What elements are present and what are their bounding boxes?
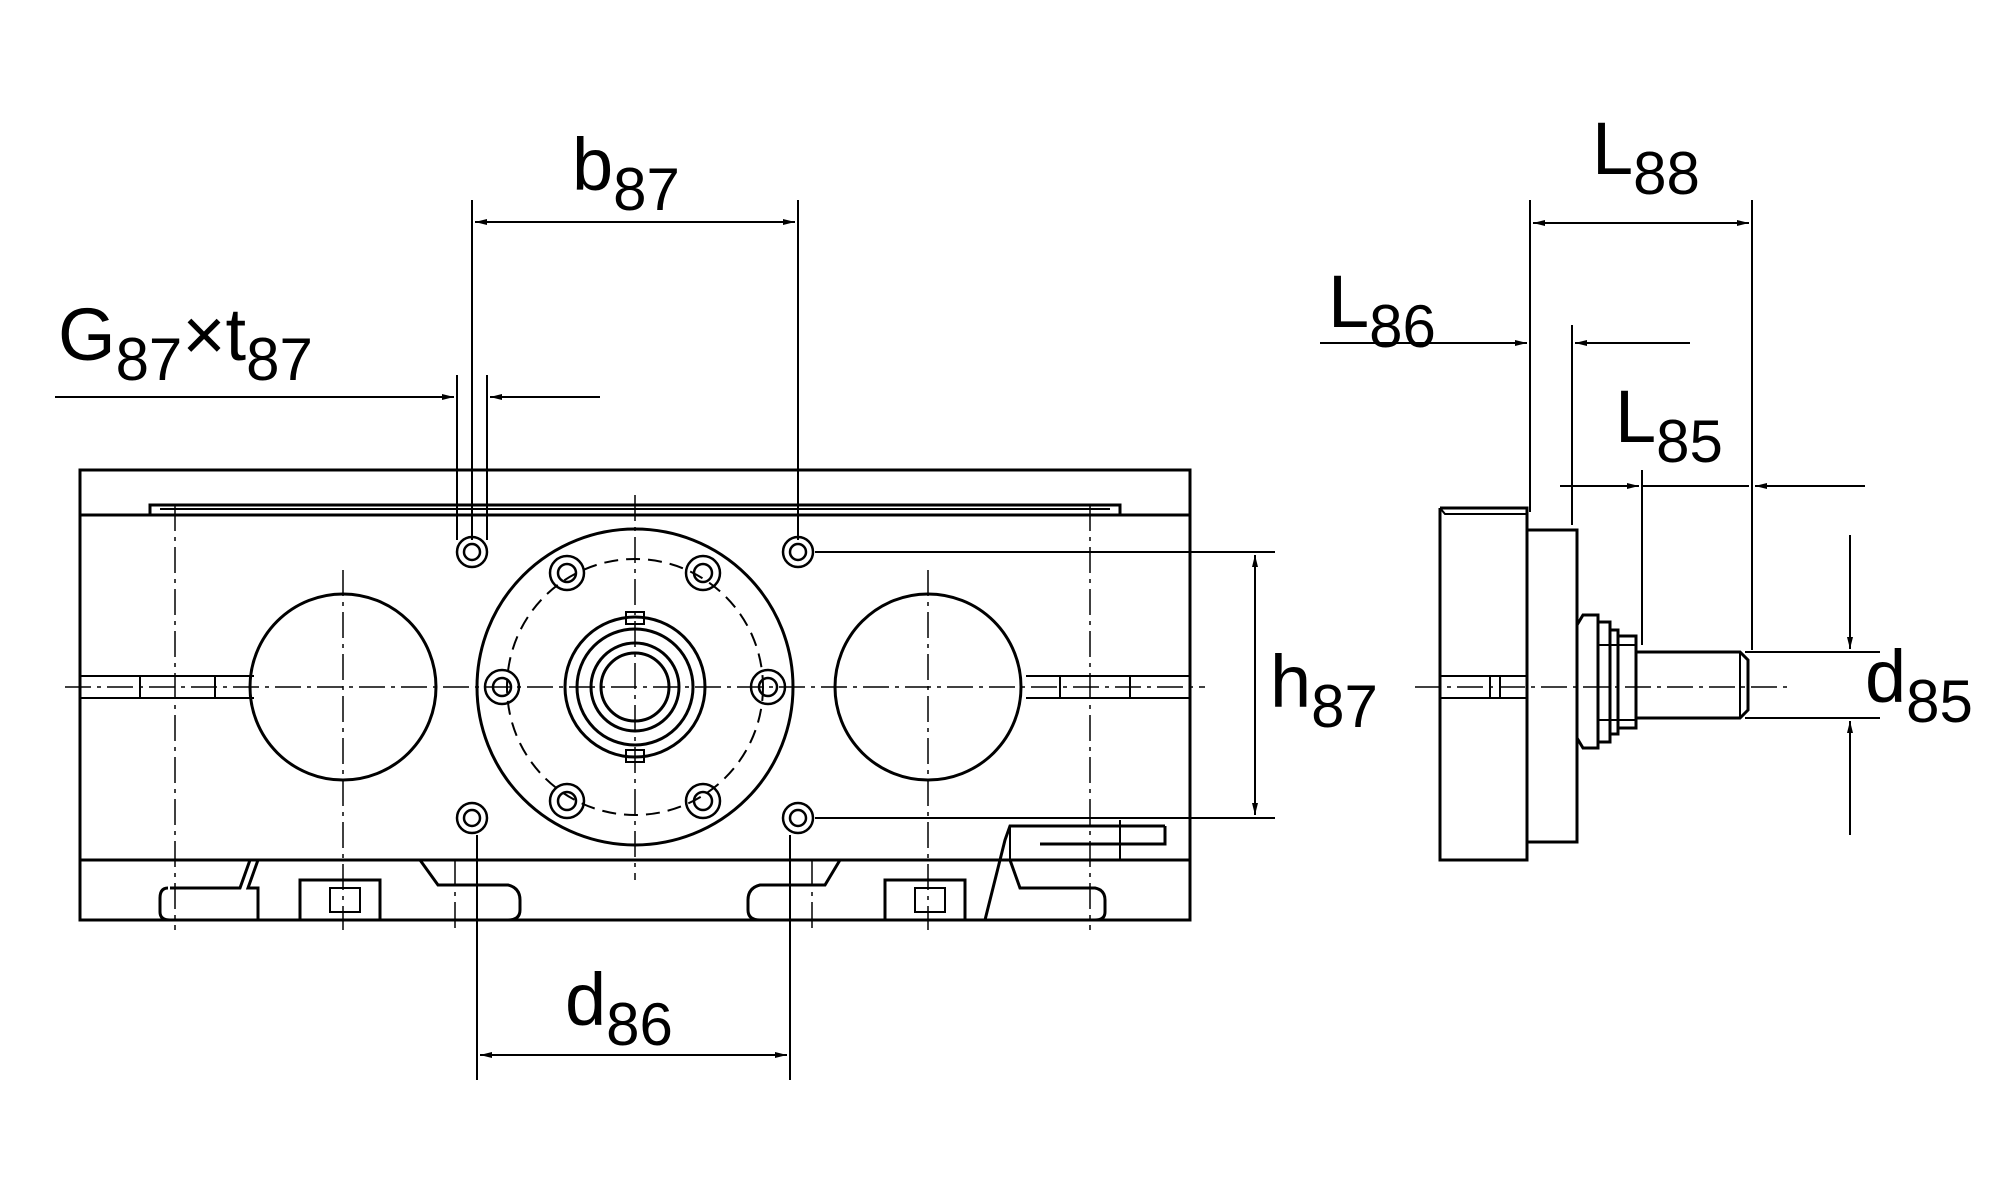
label-d86: d86 bbox=[565, 963, 673, 1055]
label-g87-operator: × bbox=[182, 293, 226, 376]
label-d86-symbol: d bbox=[565, 958, 607, 1041]
label-t87-subscript: 87 bbox=[246, 326, 313, 393]
label-g87-subscript: 87 bbox=[115, 326, 183, 393]
front-centerlines bbox=[65, 495, 1205, 930]
label-h87-subscript: 87 bbox=[1311, 673, 1378, 740]
label-l86-subscript: 86 bbox=[1369, 293, 1436, 360]
side-plate-top-chamfer bbox=[1439, 507, 1527, 515]
label-g87-t87: G87×t87 bbox=[58, 298, 313, 390]
side-flange bbox=[1525, 528, 1579, 844]
label-b87: b87 bbox=[572, 128, 680, 220]
label-d85: d85 bbox=[1865, 640, 1973, 732]
side-dimensions bbox=[1320, 200, 1880, 835]
label-l85-symbol: L bbox=[1615, 375, 1657, 458]
label-l86: L86 bbox=[1328, 265, 1436, 357]
label-l85-subscript: 85 bbox=[1656, 408, 1723, 475]
side-plate bbox=[1438, 506, 1529, 862]
tapped-holes bbox=[455, 535, 815, 835]
front-view bbox=[65, 468, 1205, 930]
side-hub bbox=[1575, 613, 1600, 750]
label-b87-symbol: b bbox=[572, 123, 614, 206]
label-t87-symbol: t bbox=[225, 293, 247, 376]
label-d85-subscript: 85 bbox=[1906, 668, 1973, 735]
side-shaft bbox=[1636, 650, 1750, 720]
label-b87-subscript: 87 bbox=[613, 156, 680, 223]
side-view bbox=[1415, 506, 1790, 862]
label-l86-symbol: L bbox=[1328, 260, 1370, 343]
label-d85-symbol: d bbox=[1865, 635, 1907, 718]
label-h87-symbol: h bbox=[1270, 640, 1312, 723]
label-l88-symbol: L bbox=[1592, 107, 1634, 190]
label-l88-subscript: 88 bbox=[1633, 140, 1700, 207]
front-dimensions bbox=[55, 200, 1275, 1080]
label-g87-symbol: G bbox=[58, 293, 116, 376]
label-l88: L88 bbox=[1592, 112, 1700, 204]
front-body-outline bbox=[78, 468, 1192, 922]
label-l85: L85 bbox=[1615, 380, 1723, 472]
bottom-feet bbox=[158, 820, 1167, 922]
label-d86-subscript: 86 bbox=[606, 991, 673, 1058]
label-h87: h87 bbox=[1270, 645, 1378, 737]
